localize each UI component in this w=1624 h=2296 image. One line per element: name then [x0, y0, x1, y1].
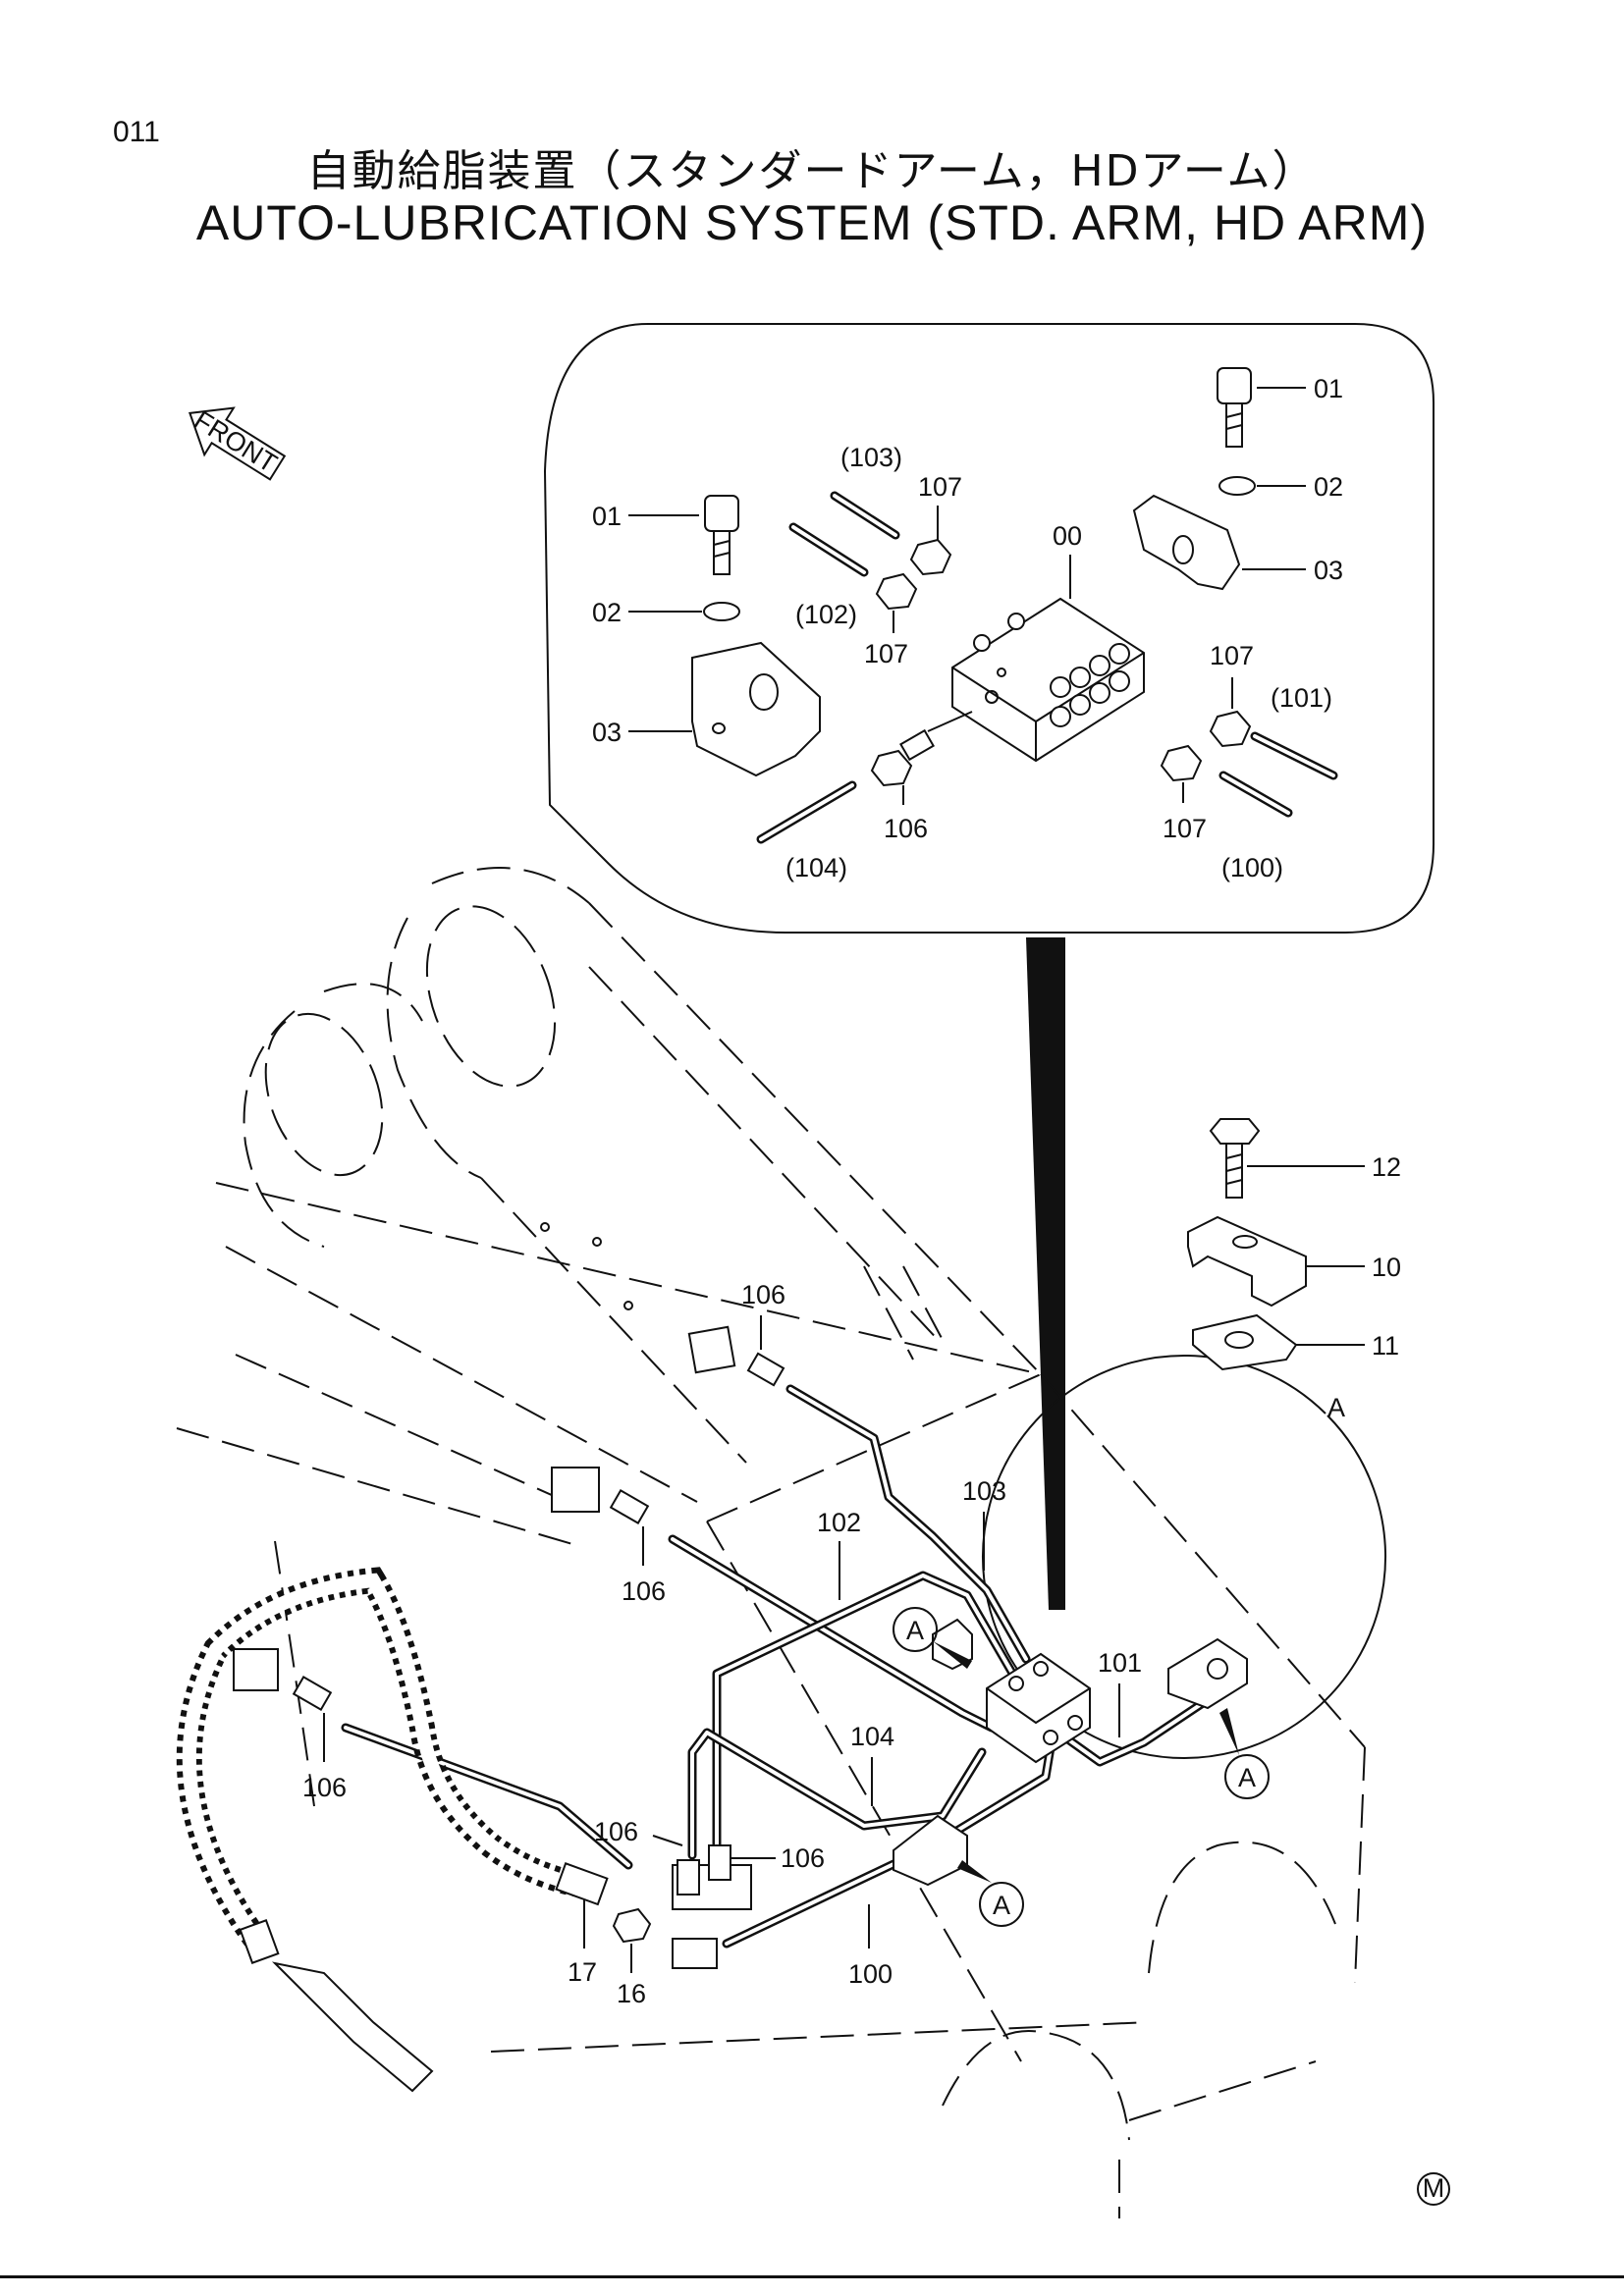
- valve-detail-inset: 01 02 03 01 02 03: [543, 323, 1435, 934]
- label-washer-left: 02: [592, 598, 622, 627]
- title-english: AUTO-LUBRICATION SYSTEM (STD. ARM, HD AR…: [195, 195, 1429, 250]
- bolt-icon: [1217, 367, 1252, 448]
- detail-a-label: A: [1327, 1393, 1345, 1422]
- label-nut-b: 107: [864, 639, 908, 668]
- pipe-routing: [341, 1384, 1222, 1949]
- label-pipe-102-inset: (102): [795, 600, 857, 629]
- fitting-icon: [870, 711, 973, 787]
- clamp-detail-circle: 12 10 11 A: [982, 1118, 1401, 1759]
- page-number: 011: [113, 116, 160, 148]
- label-fitting-low-a: 106: [594, 1817, 638, 1846]
- front-arrow-icon: FRONT: [188, 405, 287, 481]
- clamp-icon: [893, 1618, 1248, 1887]
- inset-frame: [543, 323, 1435, 934]
- label-hose: 17: [568, 1957, 597, 1987]
- label-pipe-104-inset: (104): [785, 853, 847, 882]
- callout-a-3: A: [957, 1860, 1024, 1927]
- label-clamp-detail: 10: [1372, 1253, 1401, 1282]
- title-japanese: 自動給脂装置（スタンダードアーム，HDアーム）: [306, 146, 1318, 196]
- washer-icon: [1218, 476, 1256, 496]
- page-bottom-rule: [0, 2275, 1624, 2278]
- svg-text:A: A: [906, 1616, 924, 1645]
- grease-hose-icon: [176, 1567, 609, 2093]
- label-bolt-detail: 12: [1372, 1152, 1401, 1182]
- label-adapter: 16: [617, 1979, 646, 2008]
- label-fitting-low-b: 106: [781, 1843, 825, 1873]
- label-nut-a: 107: [918, 472, 962, 502]
- label-pipe-103-inset: (103): [840, 443, 902, 472]
- label-pipe-100: 100: [848, 1959, 893, 1989]
- label-pipe-101: 101: [1098, 1648, 1142, 1678]
- label-fitting-left: 106: [302, 1773, 347, 1802]
- corner-mark: M: [1423, 2173, 1445, 2203]
- lubrication-valve-icon: [986, 1652, 1091, 1764]
- label-fitting-inset: 106: [884, 814, 928, 843]
- adapter-icon: [612, 1907, 652, 1944]
- label-plate-detail: 11: [1372, 1331, 1399, 1361]
- washer-icon: [703, 602, 740, 621]
- clamp-icon: [1187, 1215, 1307, 1308]
- label-fitting-top: 106: [741, 1280, 785, 1309]
- label-pipe-101-inset: (101): [1271, 683, 1332, 713]
- lubrication-valve-icon: [951, 597, 1145, 763]
- label-nut-c: 107: [1210, 641, 1254, 670]
- plate-icon: [1192, 1313, 1298, 1371]
- svg-text:A: A: [1238, 1763, 1256, 1792]
- label-washer-right: 02: [1314, 472, 1343, 502]
- label-nut-d: 107: [1163, 814, 1207, 843]
- label-bolt-right: 01: [1314, 374, 1343, 403]
- label-pipe-103: 103: [962, 1476, 1006, 1506]
- callout-a-1: A: [893, 1607, 972, 1669]
- bolt-icon: [704, 495, 739, 575]
- label-pipe-104: 104: [850, 1722, 894, 1751]
- bolt-icon: [1209, 1118, 1261, 1199]
- fitting-icon: [233, 1325, 785, 1969]
- svg-text:A: A: [993, 1891, 1010, 1920]
- label-pipe-100-inset: (100): [1221, 853, 1283, 882]
- label-bolt-left: 01: [592, 502, 622, 531]
- label-pipe-102: 102: [817, 1508, 861, 1537]
- clamp-icon: [691, 641, 821, 777]
- label-valve: 00: [1053, 521, 1082, 551]
- clamp-icon: [1132, 494, 1241, 591]
- label-clamp-right: 03: [1314, 556, 1343, 585]
- label-fitting-mid: 106: [622, 1576, 666, 1606]
- leader-connector: [1026, 937, 1065, 1610]
- label-clamp-left: 03: [592, 718, 622, 747]
- callout-a-2: A: [1219, 1708, 1270, 1799]
- manufacturer-mark-icon: M: [1417, 2172, 1450, 2206]
- arm-outline: [176, 867, 1366, 2218]
